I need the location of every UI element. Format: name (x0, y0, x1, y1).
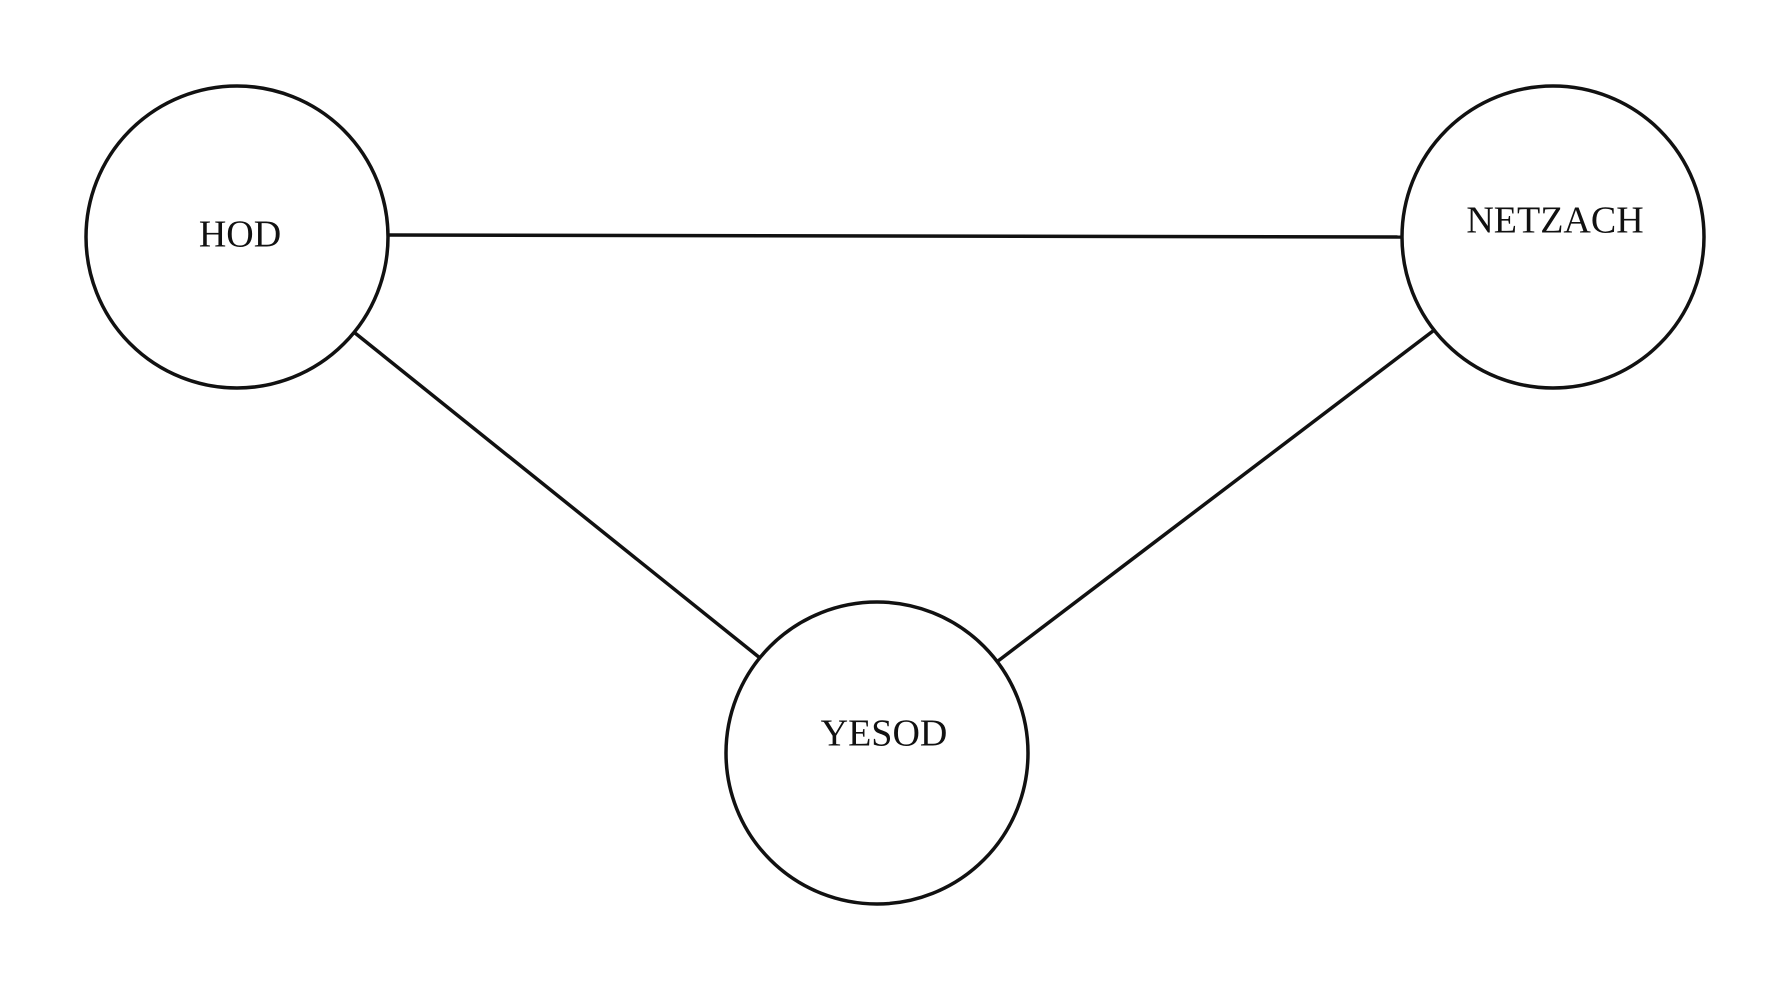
edge-hod-netzach (387, 233, 1403, 239)
edge-hod-yesod (353, 331, 762, 660)
node-yesod-circle (724, 600, 1030, 906)
node-yesod-label: YESOD (821, 713, 948, 755)
node-yesod: YESOD (724, 600, 1030, 906)
node-netzach: NETZACH (1400, 84, 1706, 390)
node-hod-label: HOD (199, 214, 281, 256)
edge-netzach-yesod (996, 329, 1435, 663)
node-netzach-label: NETZACH (1466, 200, 1643, 242)
node-netzach-circle (1400, 84, 1706, 390)
node-hod-circle (84, 84, 390, 390)
node-hod: HOD (84, 84, 390, 390)
